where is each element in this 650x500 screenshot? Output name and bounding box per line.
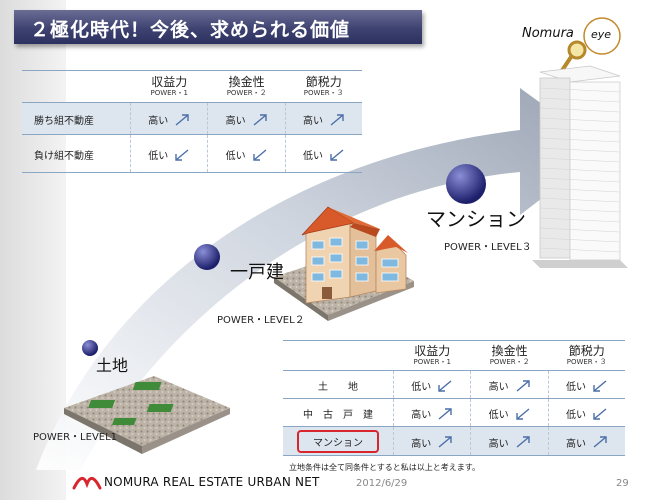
stage-label-house: 一戸建 — [230, 262, 284, 283]
header-label: 収益力 — [414, 344, 451, 358]
company-logo-icon — [72, 477, 102, 490]
title-banner: ２極化時代！今後、求められる価値 — [14, 10, 422, 44]
stage-dot-land — [82, 340, 98, 356]
table-cell: 高い — [392, 398, 471, 427]
table-cell: 低い — [547, 370, 625, 399]
table-cell: 低い — [207, 134, 286, 173]
arrow-up-icon — [253, 113, 267, 126]
land-tile-icon — [64, 376, 230, 454]
header-label: 換金性 — [491, 344, 528, 358]
table-cell: 低い — [392, 370, 471, 399]
stage-dot-mansion — [446, 164, 486, 204]
arrow-down-icon — [175, 148, 189, 161]
header-label: 節税力 — [568, 344, 605, 358]
header-sublabel: POWER・1 — [413, 358, 451, 366]
table-cell: 低い — [129, 134, 208, 173]
arrow-up-icon — [516, 436, 530, 448]
arrow-up-icon — [175, 113, 189, 126]
page-title: ２極化時代！今後、求められる価値 — [30, 19, 351, 41]
power-level-land: POWER・LEVEL1 — [33, 432, 118, 443]
row-label: 中 古 戸 建 — [303, 410, 373, 421]
table-cell: 低い — [284, 134, 362, 173]
page-number: 29 — [616, 478, 629, 489]
house-icon — [274, 206, 414, 321]
stage-dot-house — [194, 244, 220, 270]
stage-label-land: 土地 — [96, 356, 129, 375]
skyscraper-icon — [532, 65, 628, 268]
header-label: 収益力 — [151, 75, 188, 89]
arrow-down-icon — [330, 148, 344, 161]
table-cell: 低い — [547, 398, 625, 427]
table-row: 負け組不動産 低い 低い 低い — [22, 134, 362, 173]
table-cell: 高い — [470, 370, 549, 399]
row-label: 負け組不動産 — [34, 151, 94, 162]
arrow-up-icon — [330, 113, 344, 126]
arrow-down-icon — [515, 407, 530, 420]
header-blank — [22, 71, 131, 103]
header-sublabel: POWER・２ — [489, 358, 530, 366]
table-row: 土 地 低い 高い 低い — [283, 370, 625, 399]
power-level-mansion: POWER・LEVEL３ — [444, 242, 532, 253]
arrow-up-icon — [438, 436, 452, 448]
arrow-down-icon — [593, 407, 607, 420]
header-blank — [283, 341, 394, 371]
nomura-logo-text: Nomura — [522, 26, 574, 41]
row-label: マンション — [283, 427, 394, 456]
table-row: 中 古 戸 建 高い 低い 低い — [283, 398, 625, 427]
company-name: NOMURA REAL ESTATE URBAN NET — [104, 475, 320, 489]
stage-label-mansion: マンション — [426, 207, 526, 231]
arrow-down-icon — [593, 379, 607, 392]
table-cell: 高い — [284, 102, 362, 135]
row-label: 土 地 — [318, 382, 358, 393]
header-label: 換金性 — [228, 75, 265, 89]
arrow-up-icon — [593, 436, 607, 448]
table-row: 勝ち組不動産 高い 高い 高い — [22, 102, 362, 135]
arrow-up-icon — [438, 407, 452, 420]
slide-date: 2012/6/29 — [356, 478, 408, 489]
header-sublabel: POWER・３ — [303, 89, 344, 97]
table-cell: 高い — [392, 426, 471, 456]
eye-logo-text: eye — [591, 28, 612, 41]
footnote: 立地条件は全て同条件とすると私は以上と考えます。 — [289, 463, 480, 472]
header-label: 節税力 — [305, 75, 342, 89]
header-sublabel: POWER・２ — [226, 89, 267, 97]
table-cell: 高い — [470, 426, 549, 456]
header-sublabel: POWER・３ — [566, 358, 607, 366]
power-level-house: POWER・LEVEL２ — [217, 315, 305, 326]
table-cell: 低い — [470, 398, 549, 427]
row-label: 勝ち組不動産 — [34, 116, 94, 127]
table-cell: 高い — [129, 102, 208, 135]
table-cell: 高い — [547, 426, 625, 456]
eye-logo-circle — [583, 17, 621, 55]
arrow-down-icon — [438, 379, 452, 392]
table-row-highlighted: マンション 高い 高い 高い — [283, 426, 625, 456]
left-gray-panel — [0, 0, 66, 500]
arrow-down-icon — [252, 148, 267, 161]
header-sublabel: POWER・1 — [150, 89, 188, 97]
arrow-up-icon — [516, 379, 530, 392]
highlight-box: マンション — [297, 429, 379, 453]
table-cell: 高い — [207, 102, 286, 135]
